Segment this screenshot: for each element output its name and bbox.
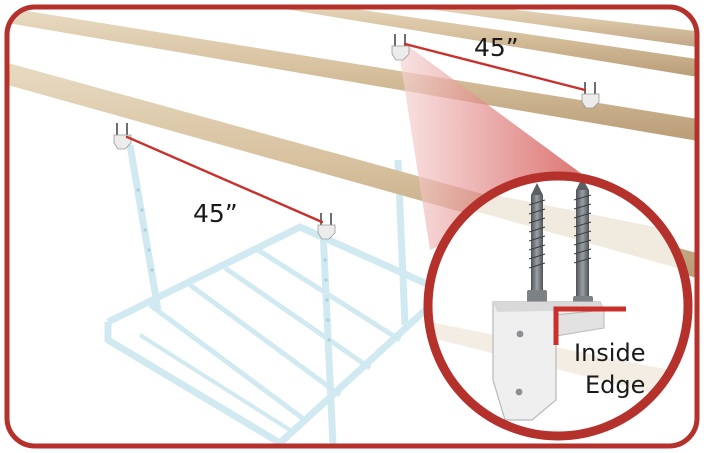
magnified-callout: Inside Edge [423,171,693,441]
callout-label-edge: Edge [585,371,645,399]
dimension-label-left: 45” [193,199,238,228]
dimension-line-left [125,135,324,224]
post-holes [136,188,331,342]
dimension-line-right [403,42,587,92]
dimension-label-right: 45” [474,33,519,62]
dimension-lines [125,42,587,224]
ceiling-bracket-icon [113,34,600,240]
callout-label-inside: Inside [574,339,645,367]
diagram-frame [4,4,700,449]
inside-edge-marker [553,306,626,345]
